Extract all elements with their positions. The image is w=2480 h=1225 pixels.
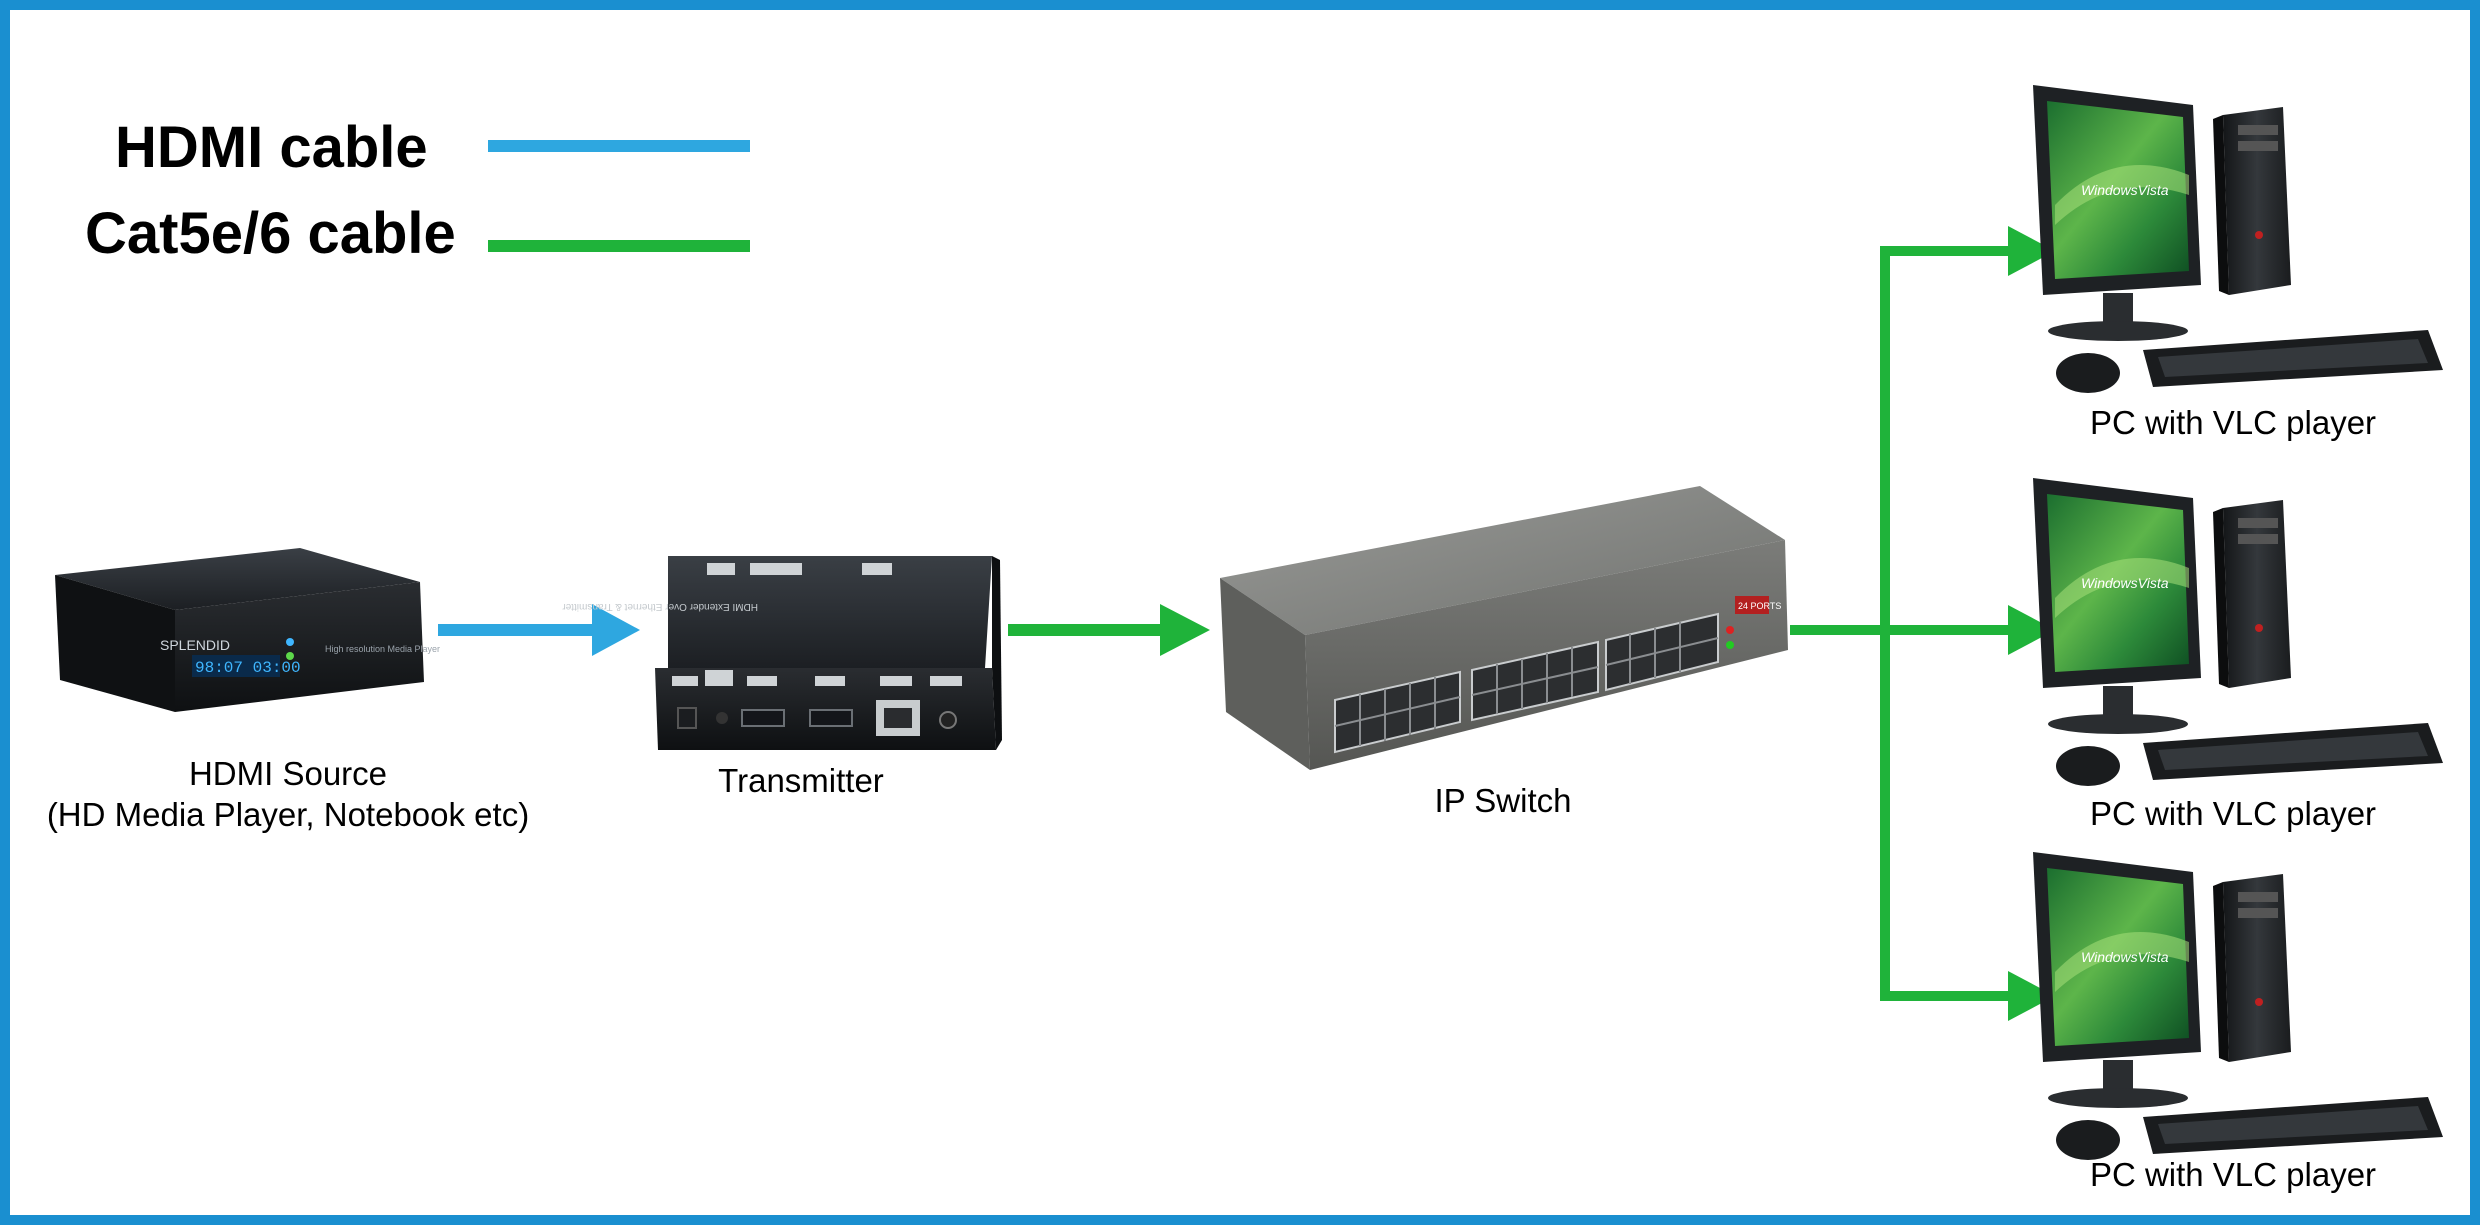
ip-switch-label: IP Switch (1435, 782, 1572, 819)
pc-icon-1: WindowsVista (2033, 85, 2443, 393)
pc-icon-2: WindowsVista (2033, 478, 2443, 786)
hdmi-source-device-icon: SPLENDID 98:07 03:00 High resolution Med… (55, 548, 440, 712)
ip-switch-device-icon: 24 PORTS (1220, 486, 1788, 770)
source-display-digits: 98:07 03:00 (195, 659, 301, 677)
legend-cat-label: Cat5e/6 cable (85, 201, 456, 266)
cat-branch-arrows (1790, 226, 2055, 1021)
pc-os-text-2: WindowsVista (2081, 575, 2169, 591)
transmitter-device-icon: HDMI Extender Over Ethernet & Transmitte… (562, 556, 1002, 750)
transmitter-label: Transmitter (718, 762, 884, 799)
hdmi-arrow (438, 604, 640, 656)
cat-arrow-to-switch (1008, 604, 1210, 656)
pc-label-3: PC with VLC player (2090, 1156, 2376, 1193)
hdmi-source-label: HDMI Source (189, 755, 387, 792)
hdmi-source-sublabel: (HD Media Player, Notebook etc) (47, 796, 529, 833)
legend-hdmi-label: HDMI cable (115, 115, 428, 180)
pc-os-text-3: WindowsVista (2081, 949, 2169, 965)
pc-label-2: PC with VLC player (2090, 795, 2376, 832)
pc-os-text-1: WindowsVista (2081, 182, 2169, 198)
source-model-text: High resolution Media Player (325, 644, 440, 654)
pc-icon-3: WindowsVista (2033, 852, 2443, 1160)
switch-badge-text: 24 PORTS (1738, 601, 1781, 611)
pc-label-1: PC with VLC player (2090, 404, 2376, 441)
source-brand-text: SPLENDID (160, 637, 230, 653)
transmitter-product-text: HDMI Extender Over Ethernet & Transmitte… (562, 601, 758, 612)
